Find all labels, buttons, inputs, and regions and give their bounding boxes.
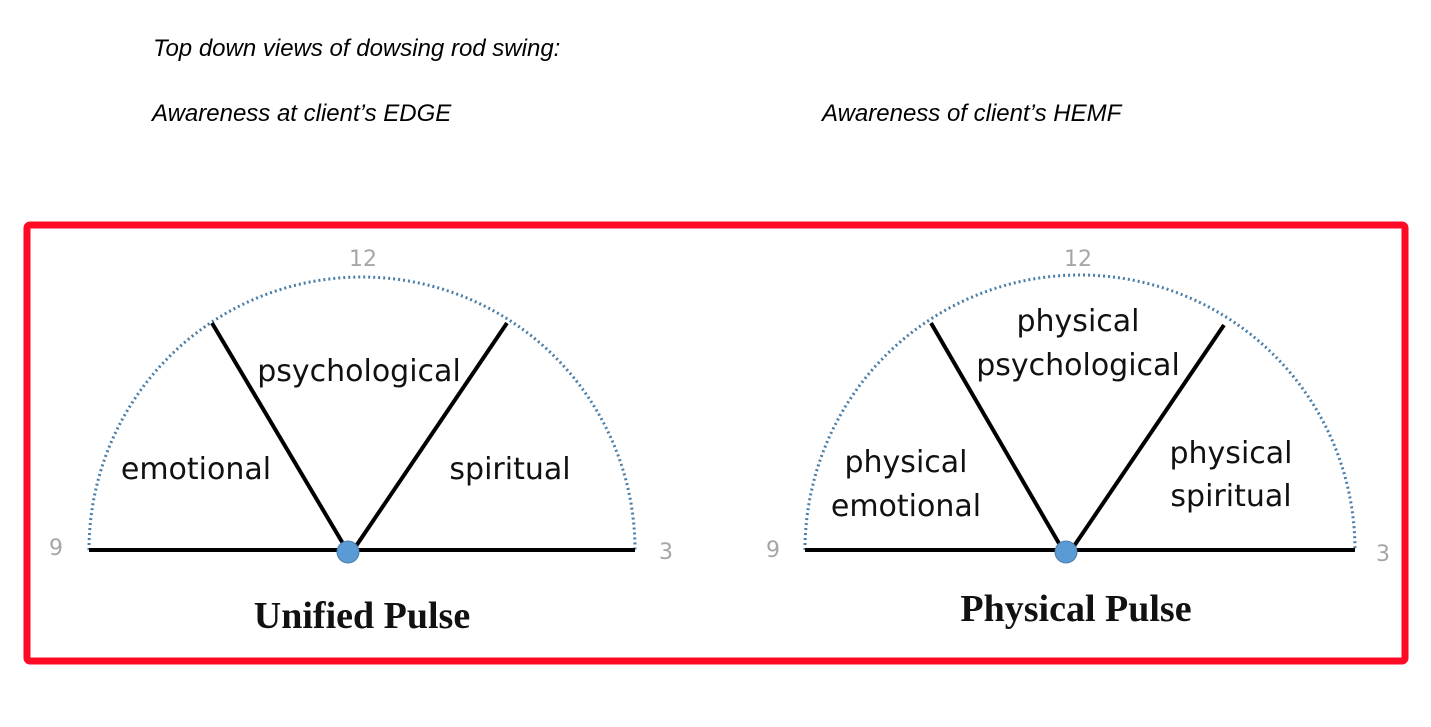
unified-segment-center: psychological: [257, 354, 461, 389]
unified-label-3: 3: [659, 540, 673, 565]
physical-pulse-diagram: 12 9 3 physical emotional physical psych…: [766, 247, 1390, 630]
physical-title: Physical Pulse: [960, 588, 1191, 630]
unified-title: Unified Pulse: [254, 595, 470, 637]
physical-rod-left: [929, 321, 1066, 554]
page-title: Top down views of dowsing rod swing:: [153, 35, 561, 62]
physical-label-12: 12: [1064, 247, 1092, 272]
right-caption: Awareness of client’s HEMF: [822, 100, 1122, 127]
unified-label-9: 9: [49, 536, 63, 561]
physical-pivot: [1054, 540, 1078, 564]
physical-arc: [803, 273, 1357, 551]
physical-segment-left-line2: emotional: [831, 489, 981, 524]
unified-segment-right: spiritual: [449, 452, 570, 487]
physical-segment-left-line1: physical: [845, 445, 968, 480]
left-caption: Awareness at client’s EDGE: [152, 100, 452, 127]
physical-label-3: 3: [1376, 542, 1390, 567]
physical-rod-right: [1068, 323, 1226, 554]
unified-rod-left: [210, 321, 350, 554]
physical-segment-right-line1: physical: [1170, 436, 1293, 471]
physical-segment-center-line1: physical: [1017, 304, 1140, 339]
highlight-frame: [23, 221, 1409, 665]
unified-segment-left: emotional: [121, 452, 271, 487]
unified-pulse-diagram: 12 9 3 emotional psychological spiritual…: [49, 247, 673, 637]
physical-segment-center-line2: psychological: [976, 348, 1180, 383]
unified-rod-right: [350, 321, 509, 554]
unified-arc: [87, 275, 637, 551]
physical-label-9: 9: [766, 538, 780, 563]
unified-label-12: 12: [349, 247, 377, 272]
physical-segment-right-line2: spiritual: [1170, 479, 1291, 514]
unified-pivot: [336, 540, 360, 564]
